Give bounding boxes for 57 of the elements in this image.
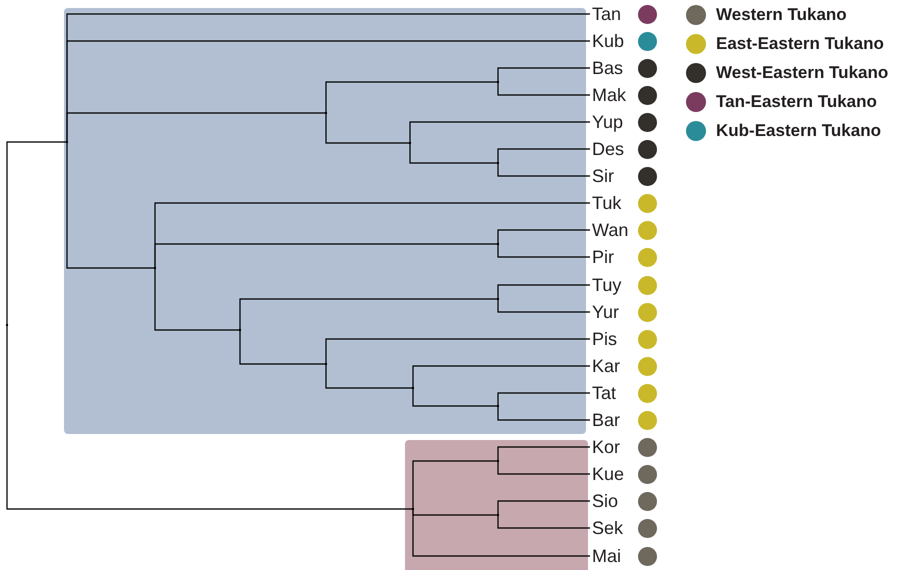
tree-branch xyxy=(497,500,590,515)
tree-branch xyxy=(325,338,590,364)
tree-branch xyxy=(154,243,498,268)
tree-branch xyxy=(325,364,413,389)
tree-branch xyxy=(6,325,413,510)
tree-branch xyxy=(239,298,498,330)
legend-label: Kub-Eastern Tukano xyxy=(716,121,881,141)
tree-branch xyxy=(497,299,590,313)
tree-branch xyxy=(412,509,590,557)
tree-branch xyxy=(412,460,498,509)
tree-branch xyxy=(497,82,590,96)
tree-branch xyxy=(66,142,155,269)
tree-branch xyxy=(497,461,590,475)
taxon-label: Tuk xyxy=(592,193,622,213)
tree-branch xyxy=(497,284,590,299)
tree-branch xyxy=(497,148,590,163)
taxon-label: Wan xyxy=(592,220,628,240)
taxon-label: Bas xyxy=(592,58,624,78)
taxon-label: Sio xyxy=(592,491,618,511)
tree-branch xyxy=(239,330,326,365)
tree-branch xyxy=(497,244,590,258)
tree-branch xyxy=(497,392,590,406)
tree-branch xyxy=(6,141,67,325)
legend-label: West-Eastern Tukano xyxy=(716,63,888,83)
tree-branch xyxy=(409,143,498,164)
tree-branch xyxy=(412,365,590,388)
legend-label: East-Eastern Tukano xyxy=(716,34,884,54)
taxon-label: Yup xyxy=(592,112,624,132)
taxon-label: Tuy xyxy=(592,275,622,295)
tree-branch xyxy=(325,113,410,144)
taxon-label: Kor xyxy=(592,437,620,457)
tree-branch xyxy=(409,121,590,143)
taxon-label: Kub xyxy=(592,31,624,51)
tree-branch xyxy=(497,406,590,421)
legend-label: Tan-Eastern Tukano xyxy=(716,92,877,112)
tree-branch xyxy=(66,112,326,142)
taxon-label: Tat xyxy=(592,383,616,403)
taxon-label: Sek xyxy=(592,518,624,538)
taxon-label: Kue xyxy=(592,464,624,484)
taxon-label: Mak xyxy=(592,85,626,105)
legend-label: Western Tukano xyxy=(716,5,847,25)
taxon-label: Sir xyxy=(592,166,614,186)
taxon-label: Bar xyxy=(592,410,620,430)
tree-branch xyxy=(325,81,498,113)
taxon-label: Pir xyxy=(592,247,614,267)
tree-branch xyxy=(154,268,240,331)
tree-branch xyxy=(497,515,590,529)
taxon-label: Pis xyxy=(592,329,618,349)
taxon-label: Mai xyxy=(592,546,622,566)
taxon-label: Tan xyxy=(592,4,622,24)
tree-branch xyxy=(412,388,498,407)
tree-branch xyxy=(497,67,590,82)
taxon-label: Kar xyxy=(592,356,620,376)
taxon-label: Des xyxy=(592,139,624,159)
taxon-label: Yur xyxy=(592,302,620,322)
tree-branch xyxy=(497,229,590,244)
tree-branch xyxy=(497,163,590,177)
